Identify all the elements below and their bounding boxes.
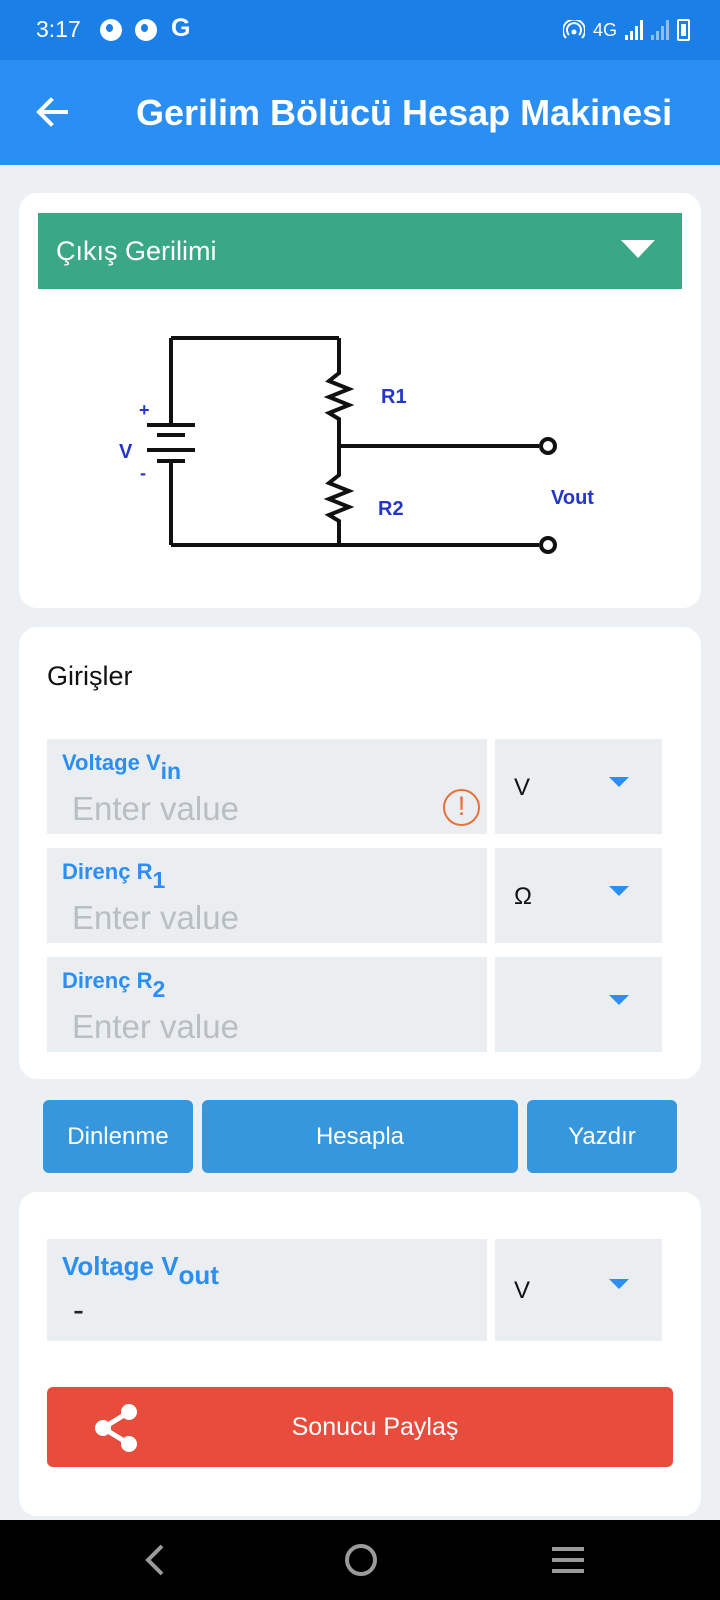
mode-selected-label: Çıkış Gerilimi [56, 236, 217, 266]
vout-field-label: Voltage Vout [62, 1251, 219, 1290]
network-type: 4G [592, 19, 617, 40]
system-nav-bar [0, 1520, 720, 1600]
vin-unit-value: V [514, 774, 531, 801]
vin-label: Voltage Vin [62, 750, 182, 784]
vout-unit-dropdown[interactable]: V [495, 1239, 662, 1341]
status-indicators: 4G [562, 16, 690, 44]
r1-label: R1 [381, 386, 407, 408]
chevron-down-icon [621, 240, 655, 258]
share-label: Sonucu Paylaş [291, 1413, 459, 1441]
back-arrow-icon[interactable] [30, 90, 74, 134]
calculate-button[interactable]: Hesapla [202, 1100, 518, 1173]
nav-menu-icon[interactable] [550, 1544, 586, 1576]
print-button[interactable]: Yazdır [527, 1100, 677, 1173]
vin-field[interactable]: Voltage Vin ! [47, 739, 487, 834]
vin-input[interactable] [72, 789, 452, 829]
vout-unit-value: V [514, 1277, 531, 1304]
r1-field[interactable]: Direnç R1 [47, 848, 487, 943]
status-bar: 3:17 G 4G [0, 0, 720, 60]
battery-plus-label: + [139, 400, 150, 420]
mode-dropdown[interactable]: Çıkış Gerilimi [38, 213, 682, 289]
share-icon [95, 1404, 137, 1452]
nav-back-icon[interactable] [140, 1542, 170, 1578]
warning-icon: ! [443, 789, 480, 826]
status-time: 3:17 [36, 16, 81, 42]
voltage-divider-diagram: + V - R1 R2 Vout [119, 336, 594, 554]
r2-label: R2 [378, 498, 404, 520]
notification-app-icon [100, 19, 122, 41]
signal-icon [625, 20, 643, 40]
output-card: Voltage Vout - V Sonucu Paylaş [19, 1192, 701, 1516]
caret-down-icon [609, 1279, 629, 1289]
r1-field-label: Direnç R1 [62, 859, 166, 893]
r1-unit-value: Ω [514, 883, 532, 910]
r2-field-label: Direnç R2 [62, 968, 166, 1002]
signal-icon-secondary [651, 20, 669, 40]
caret-down-icon [609, 995, 629, 1005]
caret-down-icon [609, 886, 629, 896]
app-bar: Gerilim Bölücü Hesap Makinesi [0, 60, 720, 165]
vout-value: - [73, 1291, 84, 1328]
circuit-card: Çıkış Gerilimi + V - R1 [19, 193, 701, 608]
vin-unit-dropdown[interactable]: V [495, 739, 662, 834]
nav-home-icon[interactable] [343, 1542, 379, 1578]
r2-input[interactable] [72, 1007, 452, 1047]
inputs-title: Girişler [47, 661, 133, 691]
page-title: Gerilim Bölücü Hesap Makinesi [136, 92, 673, 133]
vout-label: Vout [551, 487, 594, 509]
notification-app-icon [135, 19, 157, 41]
vout-field: Voltage Vout - [47, 1239, 487, 1341]
google-icon: G [171, 14, 191, 42]
hotspot-icon [562, 20, 585, 39]
r2-field[interactable]: Direnç R2 [47, 957, 487, 1052]
battery-icon [677, 19, 690, 41]
caret-down-icon [609, 777, 629, 787]
battery-minus-label: - [140, 463, 146, 483]
r1-input[interactable] [72, 898, 452, 938]
inputs-card: Girişler Voltage Vin ! V Direnç R1 Ω Dir… [19, 627, 701, 1079]
reset-button[interactable]: Dinlenme [43, 1100, 193, 1173]
share-result-button[interactable]: Sonucu Paylaş [47, 1387, 673, 1467]
source-label: V [119, 441, 133, 463]
r2-unit-dropdown[interactable] [495, 957, 662, 1052]
r1-unit-dropdown[interactable]: Ω [495, 848, 662, 943]
